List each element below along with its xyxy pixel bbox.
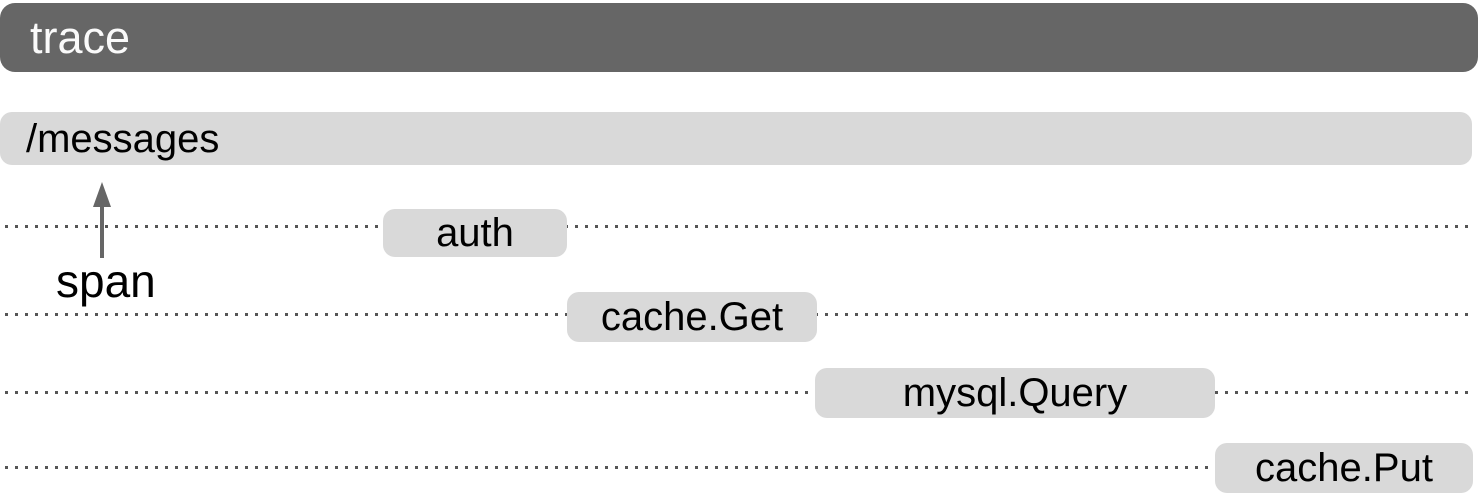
up-arrow-icon [93,182,111,207]
span-box-cache-get: cache.Get [567,292,817,342]
timeline-row-3 [5,391,1475,394]
up-arrow-shaft [100,205,104,258]
span-box-auth: auth [383,209,567,257]
span-label: cache.Put [1255,446,1433,490]
root-span-label: /messages [26,116,220,161]
trace-bar: trace [0,3,1478,72]
timeline-row-4 [5,466,1475,469]
timeline-row-1 [5,225,1475,228]
span-label: mysql.Query [902,371,1128,415]
span-box-mysql-query: mysql.Query [815,368,1215,418]
span-label: auth [436,211,514,255]
span-annotation-label: span [56,255,156,307]
span-box-cache-put: cache.Put [1215,443,1473,493]
trace-label: trace [30,12,131,63]
root-span-bar: /messages [0,112,1472,165]
span-label: cache.Get [600,295,784,339]
